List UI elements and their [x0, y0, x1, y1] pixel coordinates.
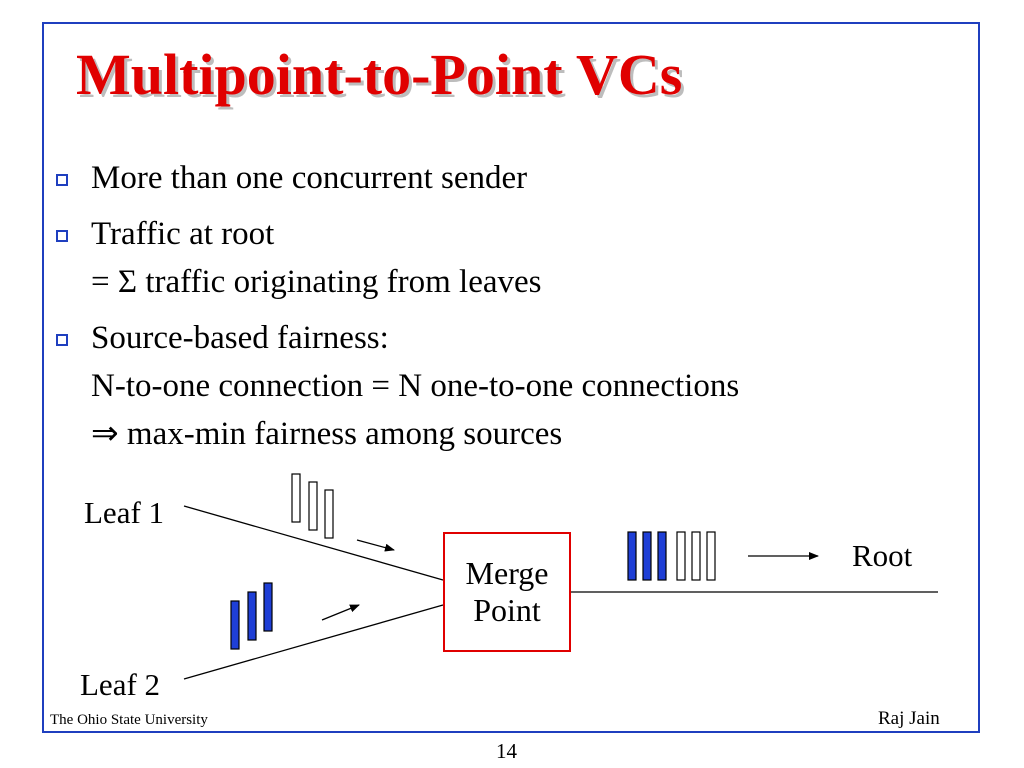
bullet-3-line-2: N-to-one connection = N one-to-one conne…: [91, 368, 740, 404]
bullet-2-line-1: Traffic at root: [91, 216, 275, 252]
leaf-1-cell: [291, 473, 301, 523]
leaf-2-cell: [263, 582, 273, 632]
merge-label: Merge: [465, 555, 549, 592]
root-cell-filled: [642, 531, 652, 581]
leaf-1-label: Leaf 1: [84, 495, 165, 530]
leaf-1-cell: [324, 489, 334, 539]
leaf-1-link: [183, 505, 444, 581]
root-cell-outlined: [691, 531, 701, 581]
footer-author: Raj Jain: [878, 708, 940, 729]
slide-frame: [42, 22, 980, 733]
footer-university: The Ohio State University: [50, 712, 208, 728]
root-label: Root: [852, 538, 913, 573]
root-cell-filled: [657, 531, 667, 581]
bullet-square-icon: [56, 174, 68, 186]
leaf-2-label: Leaf 2: [80, 667, 161, 702]
root-cell-outlined: [676, 531, 686, 581]
leaf-2-cell: [247, 591, 257, 641]
root-cell-outlined: [706, 531, 716, 581]
title-shadow: Multipoint-to-Point VCs: [79, 45, 686, 110]
bullet-3-line-3: ⇒ max-min fairness among sources: [91, 416, 563, 452]
bullet-3-line-1: Source-based fairness:: [91, 320, 389, 356]
root-cell-filled: [627, 531, 637, 581]
bullet-2-line-2: = Σ traffic originating from leaves: [91, 264, 542, 300]
bullet-square-icon: [56, 334, 68, 346]
slide-title: Multipoint-to-Point VCs Multipoint-to-Po…: [76, 45, 686, 110]
leaf-1-arrow-icon: [356, 539, 395, 552]
bullet-1-line-1: More than one concurrent sender: [91, 160, 528, 196]
point-label: Point: [473, 592, 541, 628]
bullet-square-icon: [56, 230, 68, 242]
leaf-2-arrow-icon: [321, 604, 360, 621]
leaf-2-cell: [230, 600, 240, 650]
merge-point-box: Merge Point: [443, 532, 571, 652]
page-number: 14: [496, 739, 517, 763]
leaf-2-link: [183, 604, 444, 680]
leaf-1-cell: [308, 481, 318, 531]
title-text: Multipoint-to-Point VCs: [76, 42, 683, 107]
